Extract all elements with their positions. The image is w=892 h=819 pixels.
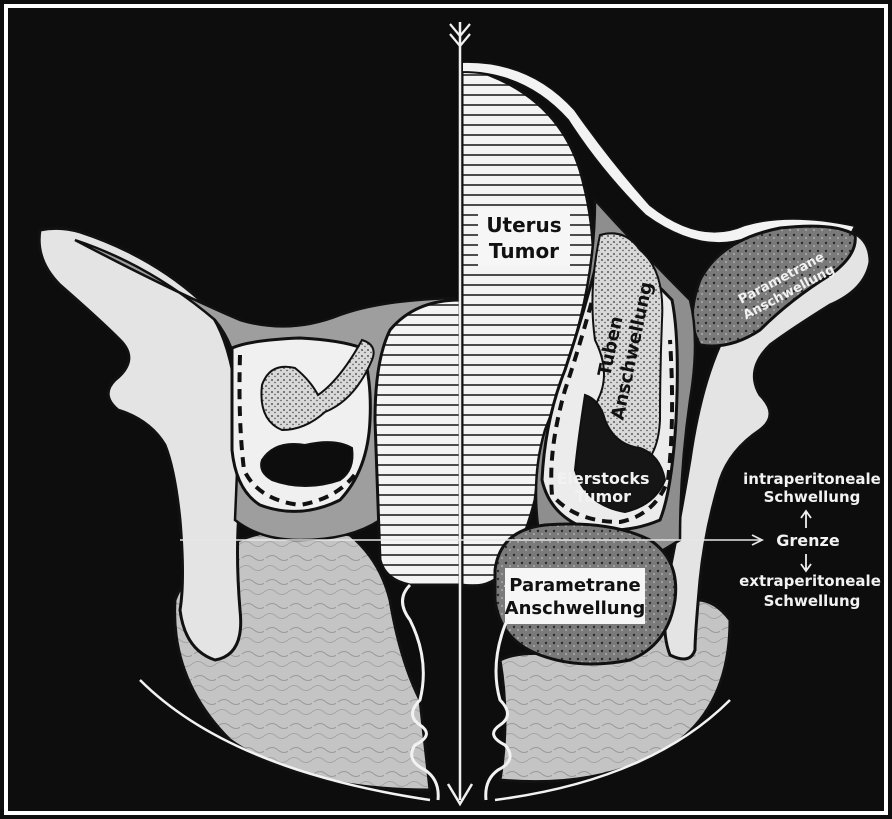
eierstocks-label-line1: Eierstocks — [557, 469, 650, 488]
extraperitoneal-label-line1: extraperitoneale — [739, 572, 881, 590]
eierstocks-label-line2: Tumor — [575, 487, 631, 506]
intraperitoneal-label-line2: Schwellung — [764, 488, 861, 506]
left-uterus-lower — [375, 300, 460, 585]
left-ovary — [261, 442, 352, 486]
uterus-tumor-label-line2: Tumor — [489, 239, 559, 263]
extraperitoneal-label-line2: Schwellung — [764, 592, 861, 610]
lower-parametrane-label-line2: Anschwellung — [505, 598, 646, 619]
intraperitoneal-label-line1: intraperitoneale — [743, 470, 881, 488]
lower-parametrane-label-line1: Parametrane — [509, 575, 641, 596]
uterus-tumor-label-line1: Uterus — [486, 213, 561, 237]
grenze-label: Grenze — [776, 531, 840, 550]
